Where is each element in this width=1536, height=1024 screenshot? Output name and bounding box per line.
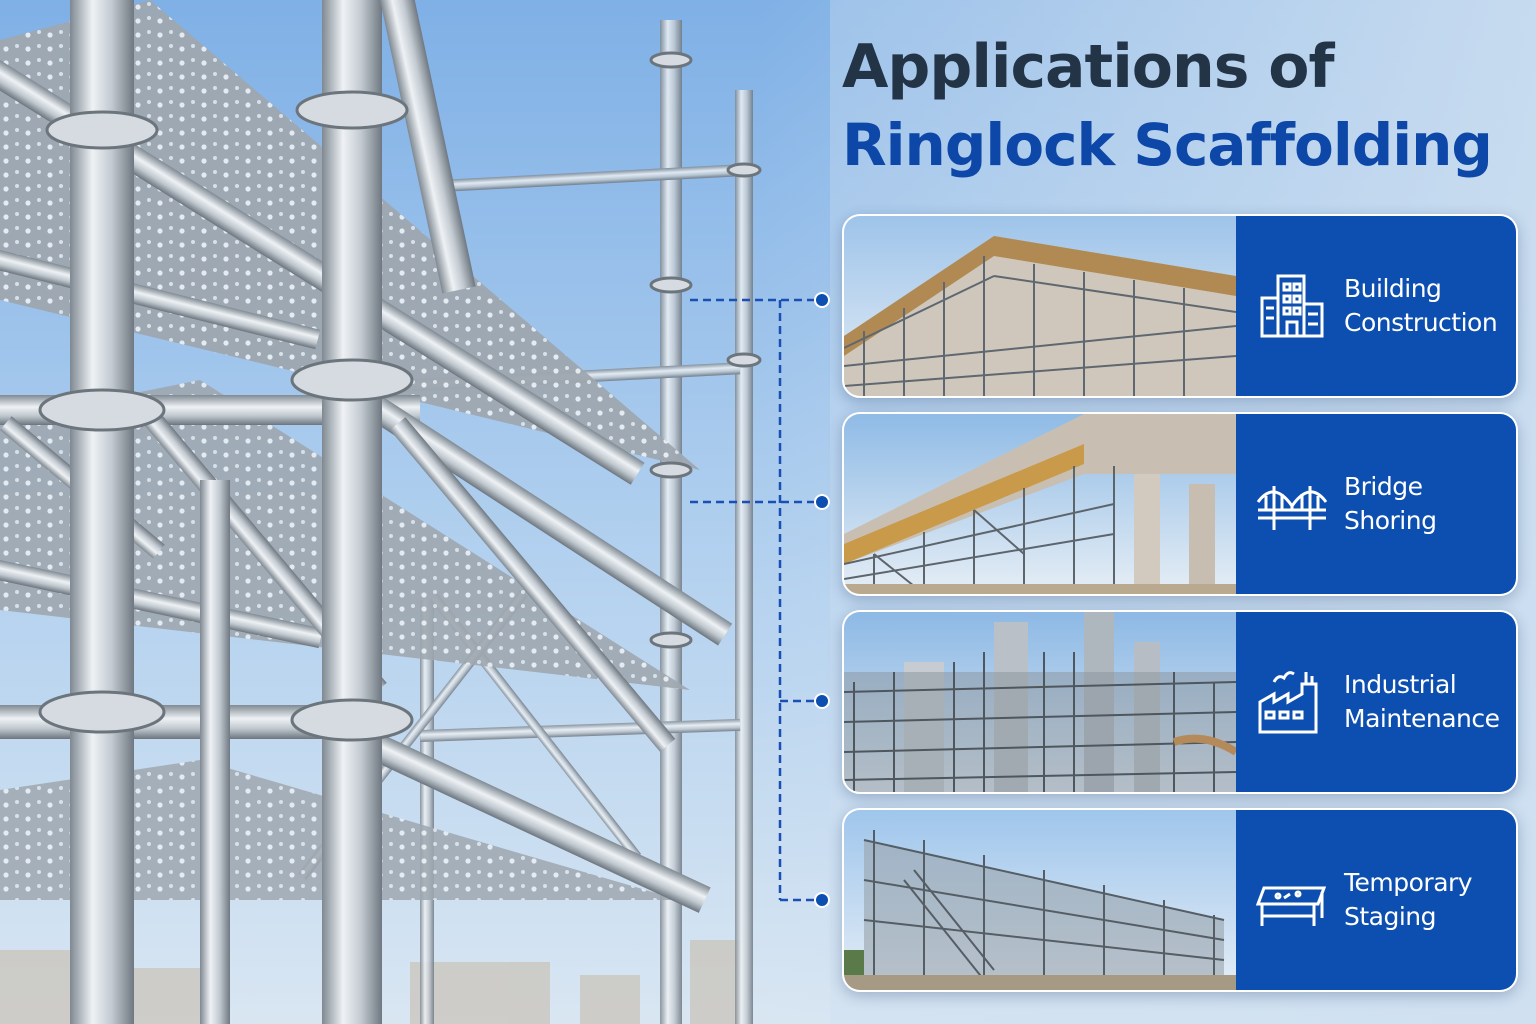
- connector-dot: [814, 292, 830, 308]
- application-card-industrial: Industrial Maintenance: [842, 610, 1518, 794]
- application-label: Industrial Maintenance: [1344, 670, 1500, 733]
- temporary-staging-photo: [844, 810, 1236, 990]
- connector-dot: [814, 892, 830, 908]
- application-panel: Temporary Staging: [1236, 810, 1516, 990]
- application-card-bridge: Bridge Shoring: [842, 412, 1518, 596]
- connector-dot: [814, 693, 830, 709]
- application-card-staging: Temporary Staging: [842, 808, 1518, 992]
- connector-dot: [814, 494, 830, 510]
- bridge-shoring-photo: [844, 414, 1236, 594]
- factory-icon: [1254, 664, 1330, 740]
- title-line-1: Applications of: [842, 32, 1335, 102]
- application-label: Temporary Staging: [1344, 868, 1473, 931]
- application-label: Bridge Shoring: [1344, 472, 1437, 535]
- application-card-building: Building Construction: [842, 214, 1518, 398]
- title-line-2: Ringlock Scaffolding: [842, 111, 1493, 179]
- bridge-icon: [1254, 466, 1330, 542]
- industrial-maintenance-photo: [844, 612, 1236, 792]
- building-construction-photo: [844, 216, 1236, 396]
- application-panel: Bridge Shoring: [1236, 414, 1516, 594]
- application-panel: Building Construction: [1236, 216, 1516, 396]
- stage-icon: [1254, 862, 1330, 938]
- building-icon: [1254, 268, 1330, 344]
- application-panel: Industrial Maintenance: [1236, 612, 1516, 792]
- applications-list: Building Construction: [842, 214, 1518, 1006]
- page-title: Applications of Ringlock Scaffolding: [842, 28, 1493, 184]
- application-label: Building Construction: [1344, 274, 1498, 337]
